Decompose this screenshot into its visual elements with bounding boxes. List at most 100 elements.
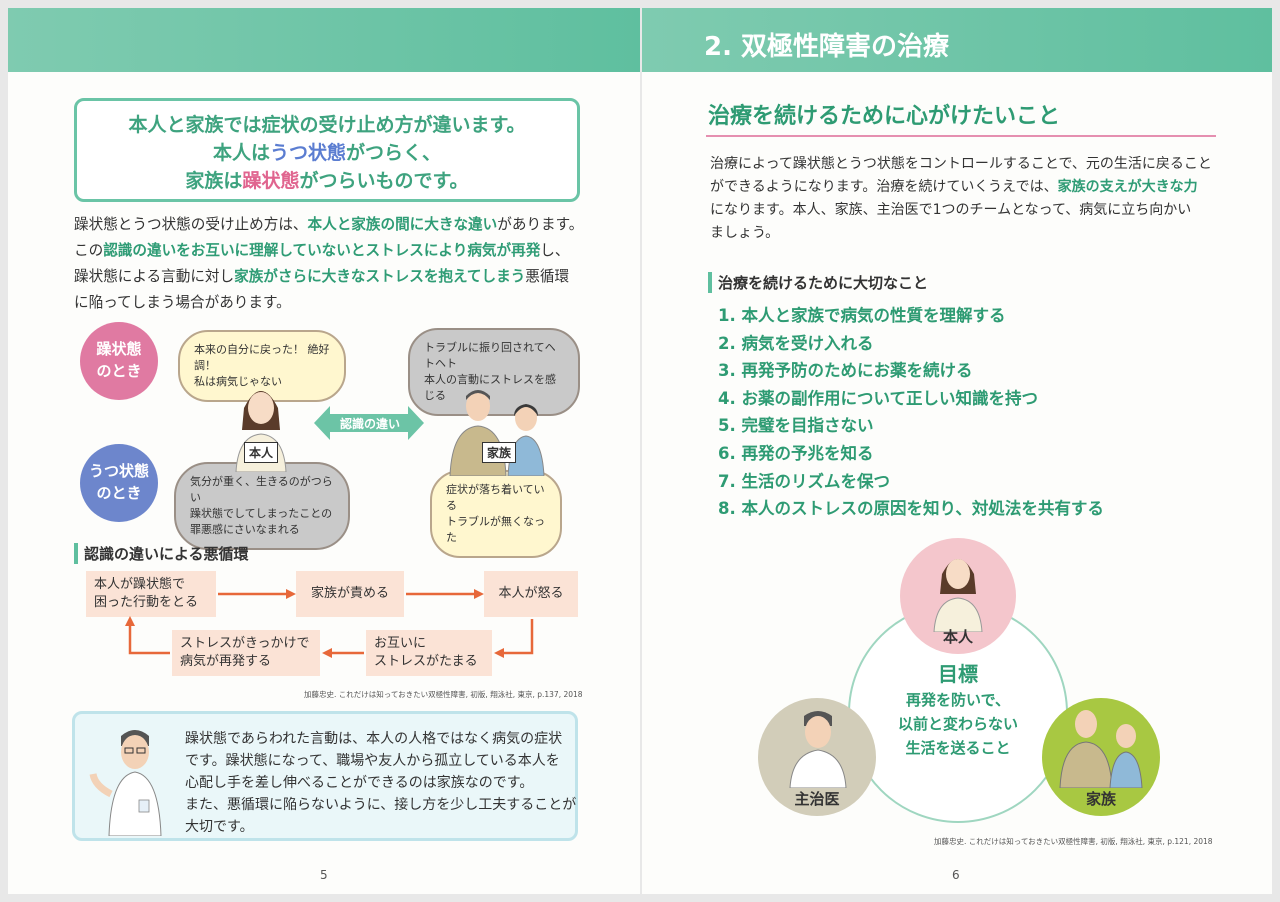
right-citation: 加藤忠史. これだけは知っておきたい双極性障害, 初版, 翔泳社, 東京, p.… xyxy=(934,837,1213,846)
family-depressive-bubble: 症状が落ち着いている トラブルが無くなった xyxy=(430,470,562,558)
callout-highlight-depressive: うつ状態 xyxy=(269,142,346,164)
family-label: 家族 xyxy=(1085,790,1116,808)
cycle-heading: 認識の違いによる悪循環 xyxy=(74,543,249,564)
bubble-text: 躁状態でしてしまったことの xyxy=(190,507,333,520)
page-number: 5 xyxy=(320,868,328,882)
bubble-text: 症状が落ち着いている xyxy=(446,483,545,512)
step-text: 困った行動をとる xyxy=(94,595,199,610)
depressive-state-badge: うつ状態 のとき xyxy=(80,444,158,522)
note-line: また、悪循環に陥らないように、接し方を少し工夫することが xyxy=(185,797,577,813)
double-arrow-icon xyxy=(314,406,424,440)
intro-text: 治療によって躁状態とうつ状態をコントロールすることで、元の生活に戻ること xyxy=(710,156,1212,172)
page-number: 6 xyxy=(952,868,960,882)
page-title: 治療を続けるために心がけたいこと xyxy=(708,104,1061,129)
list-item: 5. 完璧を目指さない xyxy=(718,416,874,436)
step-text: ストレスがたまる xyxy=(374,654,478,669)
intro-text: 躁状態による言動に対し xyxy=(74,268,235,285)
callout-text: がつらいものです。 xyxy=(299,170,469,192)
note-line: 躁状態であらわれた言動は、本人の人格ではなく病気の症状 xyxy=(185,731,563,747)
intro-text: になります。本人、家族、主治医で1つのチームとなって、病気に立ち向かい xyxy=(710,202,1192,218)
manic-state-badge: 躁状態 のとき xyxy=(80,322,158,400)
intro-emphasis: 家族の支えが大きな力 xyxy=(1057,179,1198,195)
intro-emphasis: 家族がさらに大きなストレスを抱えてしまう xyxy=(234,268,526,285)
intro-text: があります。 xyxy=(497,216,584,233)
header-band: 2. 双極性障害の治療 xyxy=(642,8,1272,72)
goal-line: 以前と変わらない xyxy=(897,715,1018,733)
list-item: 8. 本人のストレスの原因を知り、対処法を共有する xyxy=(718,499,1104,519)
intro-text: し、 xyxy=(540,242,570,259)
note-line: 心配し手を差し伸べることができるのは家族なのです。 xyxy=(185,775,534,791)
header-band xyxy=(8,8,640,72)
callout-line-3: 家族は躁状態がつらいものです。 xyxy=(77,167,577,195)
intro-emphasis: 本人と家族の間に大きな違い xyxy=(307,216,498,233)
bubble-text: 私は病気じゃない xyxy=(194,375,282,388)
list-item: 1. 本人と家族で病気の性質を理解する xyxy=(718,306,1006,325)
badge-text: のとき xyxy=(96,362,142,380)
family-nametag: 家族 xyxy=(482,442,517,463)
bubble-text: 本人の言動にストレスを感じる xyxy=(424,373,556,402)
cycle-step-5: ストレスがきっかけで病気が再発する xyxy=(172,630,320,676)
important-points-list: 1. 本人と家族で病気の性質を理解する 2. 病気を受け入れる 3. 再発予防の… xyxy=(718,302,1104,523)
bubble-text: 気分が重く、生きるのがつらい xyxy=(190,475,333,504)
family-circle: 家族 xyxy=(1042,698,1160,816)
left-page: 本人と家族では症状の受け止め方が違います。 本人はうつ状態がつらく、 家族は躁状… xyxy=(8,8,640,894)
doctor-illustration xyxy=(89,730,162,836)
callout-box: 本人と家族では症状の受け止め方が違います。 本人はうつ状態がつらく、 家族は躁状… xyxy=(74,98,580,202)
bubble-text: トラブルに振り回されてヘトヘト xyxy=(424,341,556,370)
list-item: 2. 病気を受け入れる xyxy=(718,333,874,353)
intro-text: ができるようになります。治療を続けていくうえでは、 xyxy=(710,179,1058,195)
callout-text: 家族は xyxy=(185,170,243,192)
intro-text: 躁状態とうつ状態の受け止め方は、 xyxy=(74,216,308,233)
family-avatar xyxy=(1059,710,1143,788)
right-page: 2. 双極性障害の治療 治療を続けるために心がけたいこと 治療によって躁状態とう… xyxy=(642,8,1272,894)
badge-text: のとき xyxy=(96,484,142,502)
step-text: 病気が再発する xyxy=(180,654,272,669)
cycle-step-4: お互いにストレスがたまる xyxy=(366,630,492,676)
intro-emphasis: 認識の違いをお互いに理解していないとストレスにより病気が再発 xyxy=(103,242,541,259)
section-title: 2. 双極性障害の治療 xyxy=(704,32,950,62)
intro-text: ましょう。 xyxy=(710,225,780,241)
goal-line: 生活を送ること xyxy=(905,739,1011,757)
cycle-step-3: 本人が怒る xyxy=(484,571,578,617)
callout-line-2: 本人はうつ状態がつらく、 xyxy=(77,139,577,167)
doctor-note-text: 躁状態であらわれた言動は、本人の人格ではなく病気の症状 です。躁状態になって、職… xyxy=(185,728,576,838)
step-text: お互いに xyxy=(374,636,427,651)
doctor-avatar xyxy=(789,711,847,788)
left-citation: 加藤忠史. これだけは知っておきたい双極性障害, 初版, 翔泳社, 東京, p.… xyxy=(304,690,583,699)
list-item: 6. 再発の予兆を知る xyxy=(718,443,874,463)
family-manic-bubble: トラブルに振り回されてヘトヘト 本人の言動にストレスを感じる xyxy=(408,328,580,416)
callout-text: 本人は xyxy=(212,142,270,164)
self-label: 本人 xyxy=(942,628,973,646)
intro-text: この xyxy=(74,242,104,259)
title-divider xyxy=(706,135,1216,137)
list-item: 4. お薬の副作用について正しい知識を持つ xyxy=(718,388,1038,408)
cycle-step-2: 家族が責める xyxy=(296,571,404,617)
bubble-text: 罪悪感にさいなまれる xyxy=(190,523,300,536)
list-item: 3. 再発予防のためにお薬を続ける xyxy=(718,361,973,381)
badge-text: うつ状態 xyxy=(88,462,149,480)
self-nametag: 本人 xyxy=(244,442,279,463)
intro-paragraph: 躁状態とうつ状態の受け止め方は、本人と家族の間に大きな違いがあります。 この認識… xyxy=(74,212,594,316)
intro-paragraph: 治療によって躁状態とうつ状態をコントロールすることで、元の生活に戻ること ができ… xyxy=(710,153,1212,245)
step-text: ストレスがきっかけで xyxy=(180,636,310,651)
badge-text: 躁状態 xyxy=(96,340,142,358)
family-illustration xyxy=(449,390,545,476)
bubble-text: トラブルが無くなった xyxy=(446,515,545,544)
self-depressive-bubble: 気分が重く、生きるのがつらい 躁状態でしてしまったことの 罪悪感にさいなまれる xyxy=(174,462,350,550)
callout-highlight-manic: 躁状態 xyxy=(242,170,300,192)
doctor-label: 主治医 xyxy=(794,790,840,808)
goal-text: 目標 再発を防いで、 以前と変わらない 生活を送ること xyxy=(848,660,1068,760)
note-line: 大切です。 xyxy=(185,819,254,835)
bubble-text: 本来の自分に戻った！ 絶好調！ xyxy=(194,343,330,372)
cycle-arrows xyxy=(125,589,534,658)
step-text: 本人が躁状態で xyxy=(94,577,186,592)
goal-line: 再発を防いで、 xyxy=(906,691,1010,709)
patient-avatar xyxy=(933,559,983,632)
recognition-gap-label: 認識の違い xyxy=(339,417,400,431)
self-circle: 本人 xyxy=(900,538,1016,654)
list-heading: 治療を続けるために大切なこと xyxy=(708,272,928,293)
goal-heading: 目標 xyxy=(938,662,978,686)
intro-text: 悪循環 xyxy=(525,268,570,285)
callout-line-1: 本人と家族では症状の受け止め方が違います。 xyxy=(128,114,526,136)
intro-text: に陥ってしまう場合があります。 xyxy=(74,294,291,311)
